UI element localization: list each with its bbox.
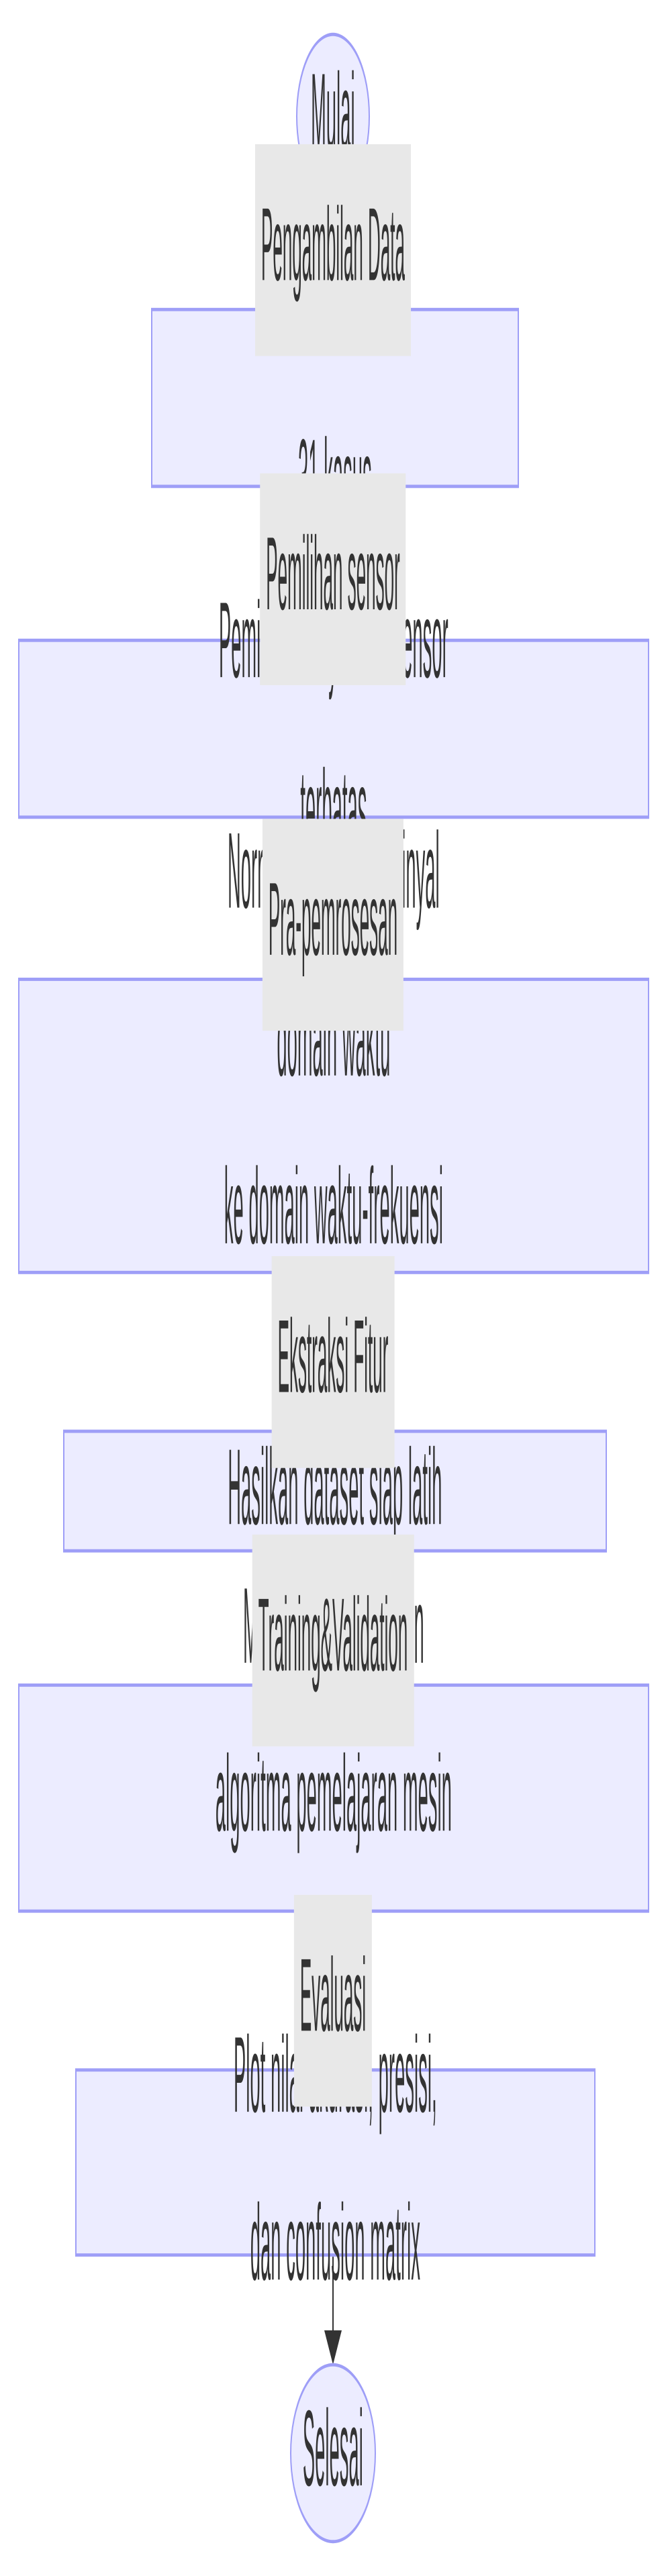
node-selesai[interactable]: Selesai — [290, 2363, 376, 2544]
edge-plot-selesai-line — [332, 2257, 334, 2347]
edge-label-pengambilan-data: Pengambilan Data — [255, 144, 411, 355]
edge-label-evaluasi: Evaluasi — [293, 1894, 373, 2106]
edge-plot-selesai-arrow — [324, 2330, 342, 2365]
edge-label-ekstraksi-fitur: Ekstraksi Fitur — [271, 1256, 395, 1467]
edge-label-pemilihan-sensor: Pemilihan sensor — [260, 473, 406, 684]
edge-label-training-validation: Training&Validation — [252, 1534, 414, 1745]
edge-label-pra-pemrosesan: Pra-pemrosesan — [262, 819, 404, 1030]
node-selesai-label: Selesai — [303, 2389, 363, 2510]
